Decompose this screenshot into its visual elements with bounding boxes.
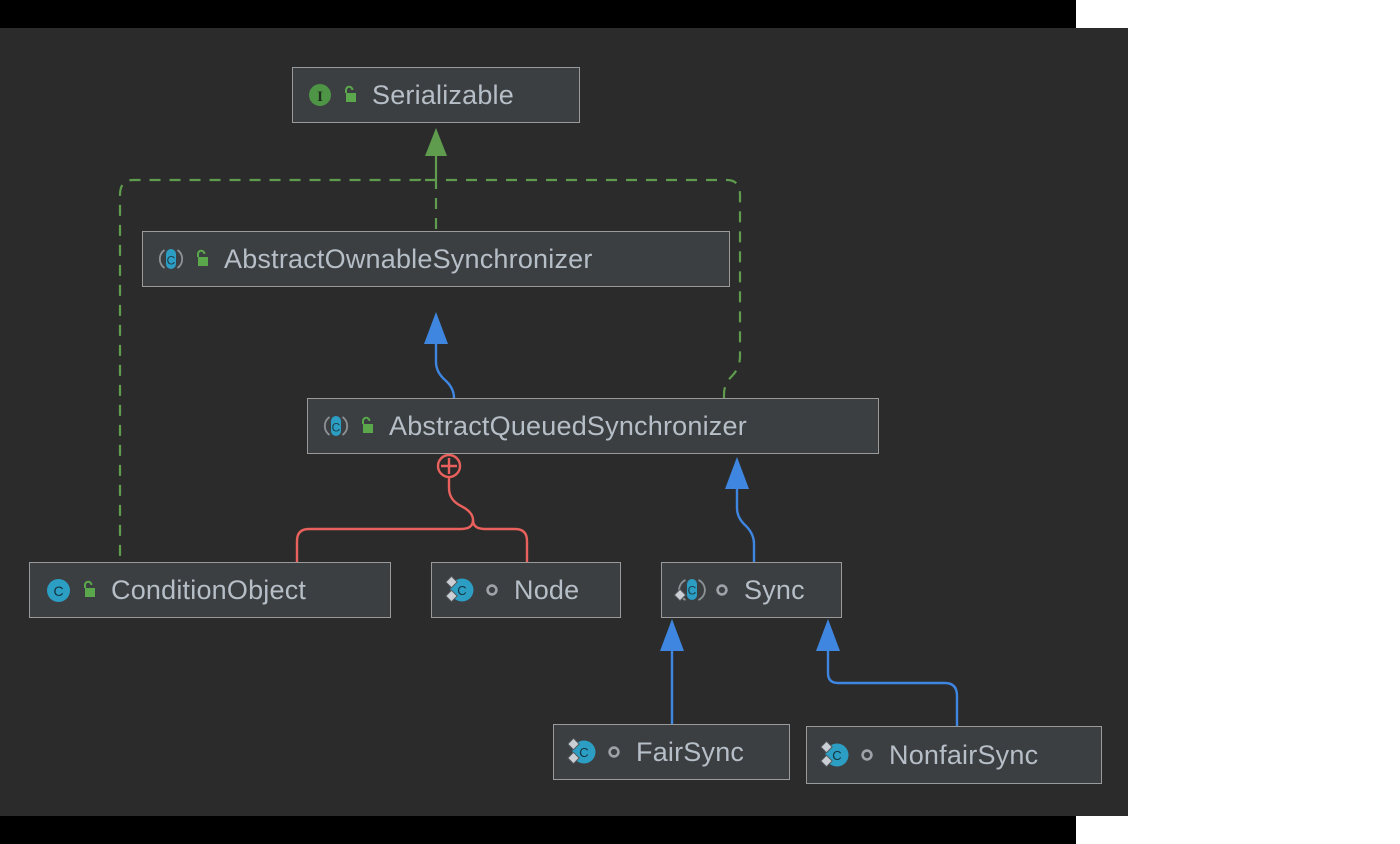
abstract-class-icon: C [158,249,184,269]
node-label: Node [514,574,580,605]
node-label: FairSync [636,736,745,767]
class-node-abstract-ownable-synchronizer[interactable]: C AbstractOwnableSynchronizer [142,231,730,287]
top-black-band [0,0,1076,28]
package-private-icon [716,584,728,596]
class-node-node[interactable]: C Node [431,562,621,618]
node-label: Sync [744,574,805,605]
final-marker [445,575,458,603]
svg-text:C: C [832,748,841,763]
node-icons: C [322,413,389,439]
package-private-icon [608,746,620,758]
node-icons: C [157,246,224,272]
class-node-serializable[interactable]: I Serializable [292,67,580,123]
final-marker [567,737,580,765]
edge-aqs-extends-aos [424,312,456,399]
edge-nonfairsync-extends-sync [816,619,959,726]
node-label: AbstractQueuedSynchronizer [389,410,747,441]
unlock-public-icon [84,580,95,597]
interface-icon: I [309,84,331,106]
svg-text:C: C [457,583,466,598]
node-icons: C [443,574,514,606]
node-icons: I [307,82,372,108]
class-node-nonfairsync[interactable]: C NonfairSync [806,726,1102,784]
bottom-black-band [0,816,1076,844]
edge-inner-class-group [295,453,529,562]
uml-diagram-canvas[interactable]: I Serializable C Ab [0,28,1128,816]
edge-aqs-implements-serializable [446,178,742,398]
node-icons: C [565,736,636,768]
node-label: NonfairSync [889,739,1039,770]
final-class-icon: C [567,737,596,765]
svg-text:C: C [53,583,63,599]
unlock-public-icon [362,416,373,433]
node-icons: C [818,739,889,771]
node-label: ConditionObject [111,574,307,605]
final-class-icon: C [445,575,474,603]
class-icon: C [47,578,70,602]
svg-text:C: C [167,254,176,268]
final-marker [820,740,833,768]
node-icons: C [45,577,111,604]
class-node-abstract-queued-synchronizer[interactable]: C AbstractQueuedSynchronizer [307,398,879,454]
class-node-fairsync[interactable]: C FairSync [553,724,790,780]
class-node-condition-object[interactable]: C ConditionObject [29,562,391,618]
final-marker [673,588,687,602]
package-private-icon [486,584,498,596]
abstract-class-icon: C [323,416,349,436]
edge-sync-extends-aqs [725,457,756,562]
node-label: AbstractOwnableSynchronizer [224,243,593,274]
class-node-sync[interactable]: C Sync [661,562,842,618]
package-private-icon [861,749,873,761]
unlock-public-icon [345,85,356,102]
svg-text:C: C [579,745,588,760]
edge-implements-arrowhead [425,128,447,178]
edge-fairsync-extends-sync [660,619,684,724]
node-icons: C [673,574,744,606]
svg-text:I: I [317,89,323,105]
unlock-public-icon [197,249,208,266]
abstract-final-class-icon: C [673,579,706,602]
svg-text:C: C [688,584,697,598]
node-label: Serializable [372,79,514,110]
final-class-icon: C [820,740,849,768]
svg-text:C: C [332,421,341,435]
